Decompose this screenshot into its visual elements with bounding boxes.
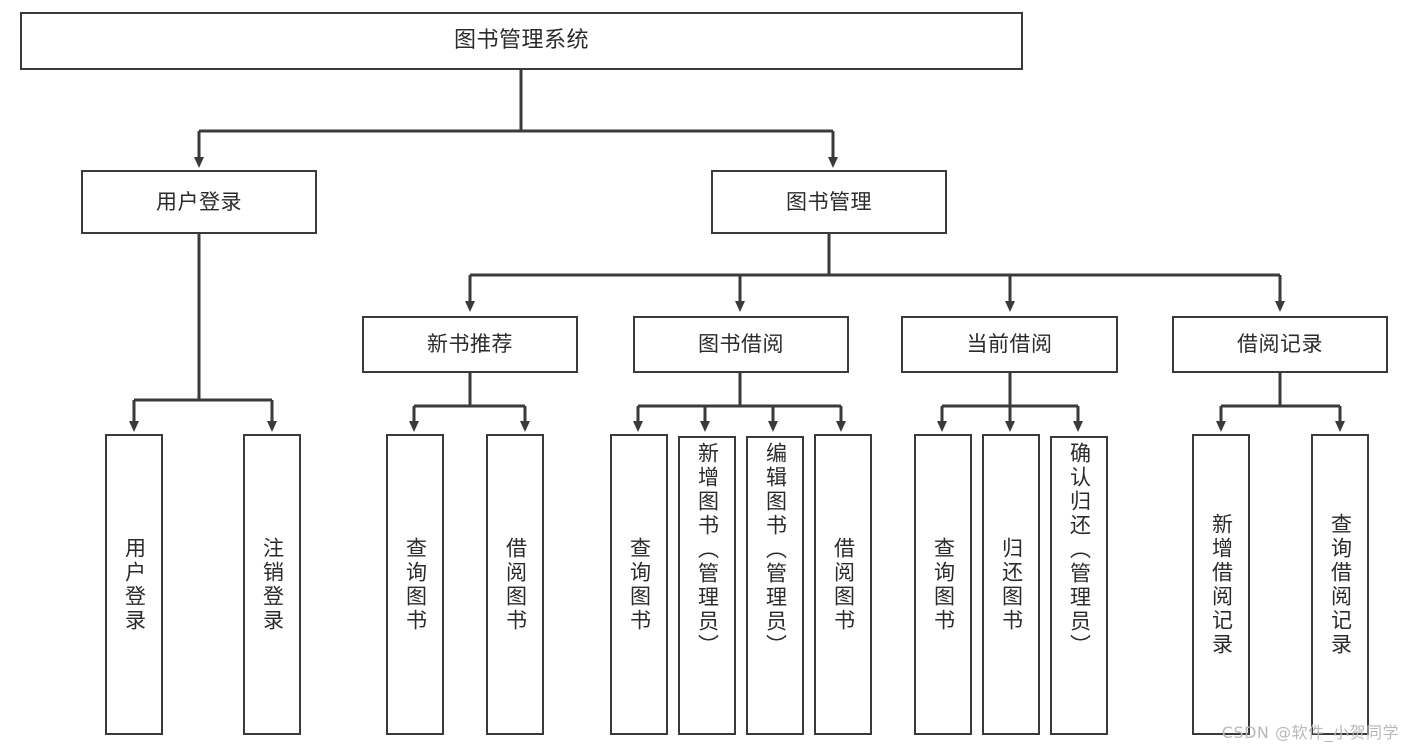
leaf-query-book-current[interactable]: 查询图书 bbox=[914, 434, 972, 735]
node-label: 新书推荐 bbox=[427, 332, 513, 357]
node-label: 查询图书 bbox=[627, 536, 652, 633]
leaf-query-borrow-record[interactable]: 查询借阅记录 bbox=[1311, 434, 1369, 735]
leaf-user-login[interactable]: 用户登录 bbox=[105, 434, 163, 735]
node-label: 图书管理 bbox=[786, 189, 872, 214]
node-label: 借阅图书 bbox=[503, 536, 528, 633]
node-borrow-record[interactable]: 借阅记录 bbox=[1172, 316, 1388, 373]
leaf-add-book-admin[interactable]: 新增图书（管理员） bbox=[678, 436, 736, 735]
node-book-management[interactable]: 图书管理 bbox=[711, 170, 947, 234]
leaf-return-book[interactable]: 归还图书 bbox=[982, 434, 1040, 735]
watermark-text: CSDN @软件_小贺同学 bbox=[1221, 723, 1399, 742]
node-label: 编辑图书（管理员） bbox=[763, 442, 788, 658]
node-user-login[interactable]: 用户登录 bbox=[81, 170, 317, 234]
leaf-user-logout[interactable]: 注销登录 bbox=[243, 434, 301, 735]
leaf-borrow-book-recommend[interactable]: 借阅图书 bbox=[486, 434, 544, 735]
node-new-book-recommend[interactable]: 新书推荐 bbox=[362, 316, 578, 373]
leaf-add-borrow-record[interactable]: 新增借阅记录 bbox=[1192, 434, 1250, 735]
node-label: 归还图书 bbox=[999, 536, 1024, 633]
node-label: 借阅记录 bbox=[1237, 332, 1323, 357]
node-label: 图书管理系统 bbox=[453, 28, 589, 54]
node-label: 当前借阅 bbox=[966, 332, 1053, 357]
leaf-query-book-recommend[interactable]: 查询图书 bbox=[386, 434, 444, 735]
node-label: 新增借阅记录 bbox=[1209, 512, 1234, 657]
node-label: 图书借阅 bbox=[698, 332, 784, 357]
node-label: 查询图书 bbox=[931, 536, 956, 633]
node-label: 查询图书 bbox=[403, 536, 428, 633]
node-current-borrow[interactable]: 当前借阅 bbox=[901, 316, 1118, 373]
node-book-borrow[interactable]: 图书借阅 bbox=[633, 316, 849, 373]
leaf-query-book-borrow[interactable]: 查询图书 bbox=[610, 434, 668, 735]
node-label: 借阅图书 bbox=[831, 536, 856, 633]
node-label: 查询借阅记录 bbox=[1328, 512, 1353, 657]
node-label: 注销登录 bbox=[260, 536, 285, 633]
node-label: 新增图书（管理员） bbox=[695, 442, 720, 658]
leaf-borrow-book[interactable]: 借阅图书 bbox=[814, 434, 872, 735]
node-label: 用户登录 bbox=[122, 536, 147, 633]
leaf-confirm-return-admin[interactable]: 确认归还（管理员） bbox=[1050, 436, 1108, 735]
node-label: 用户登录 bbox=[156, 189, 242, 214]
node-root-book-management-system[interactable]: 图书管理系统 bbox=[20, 12, 1023, 70]
leaf-edit-book-admin[interactable]: 编辑图书（管理员） bbox=[746, 436, 804, 735]
node-label: 确认归还（管理员） bbox=[1067, 442, 1092, 658]
